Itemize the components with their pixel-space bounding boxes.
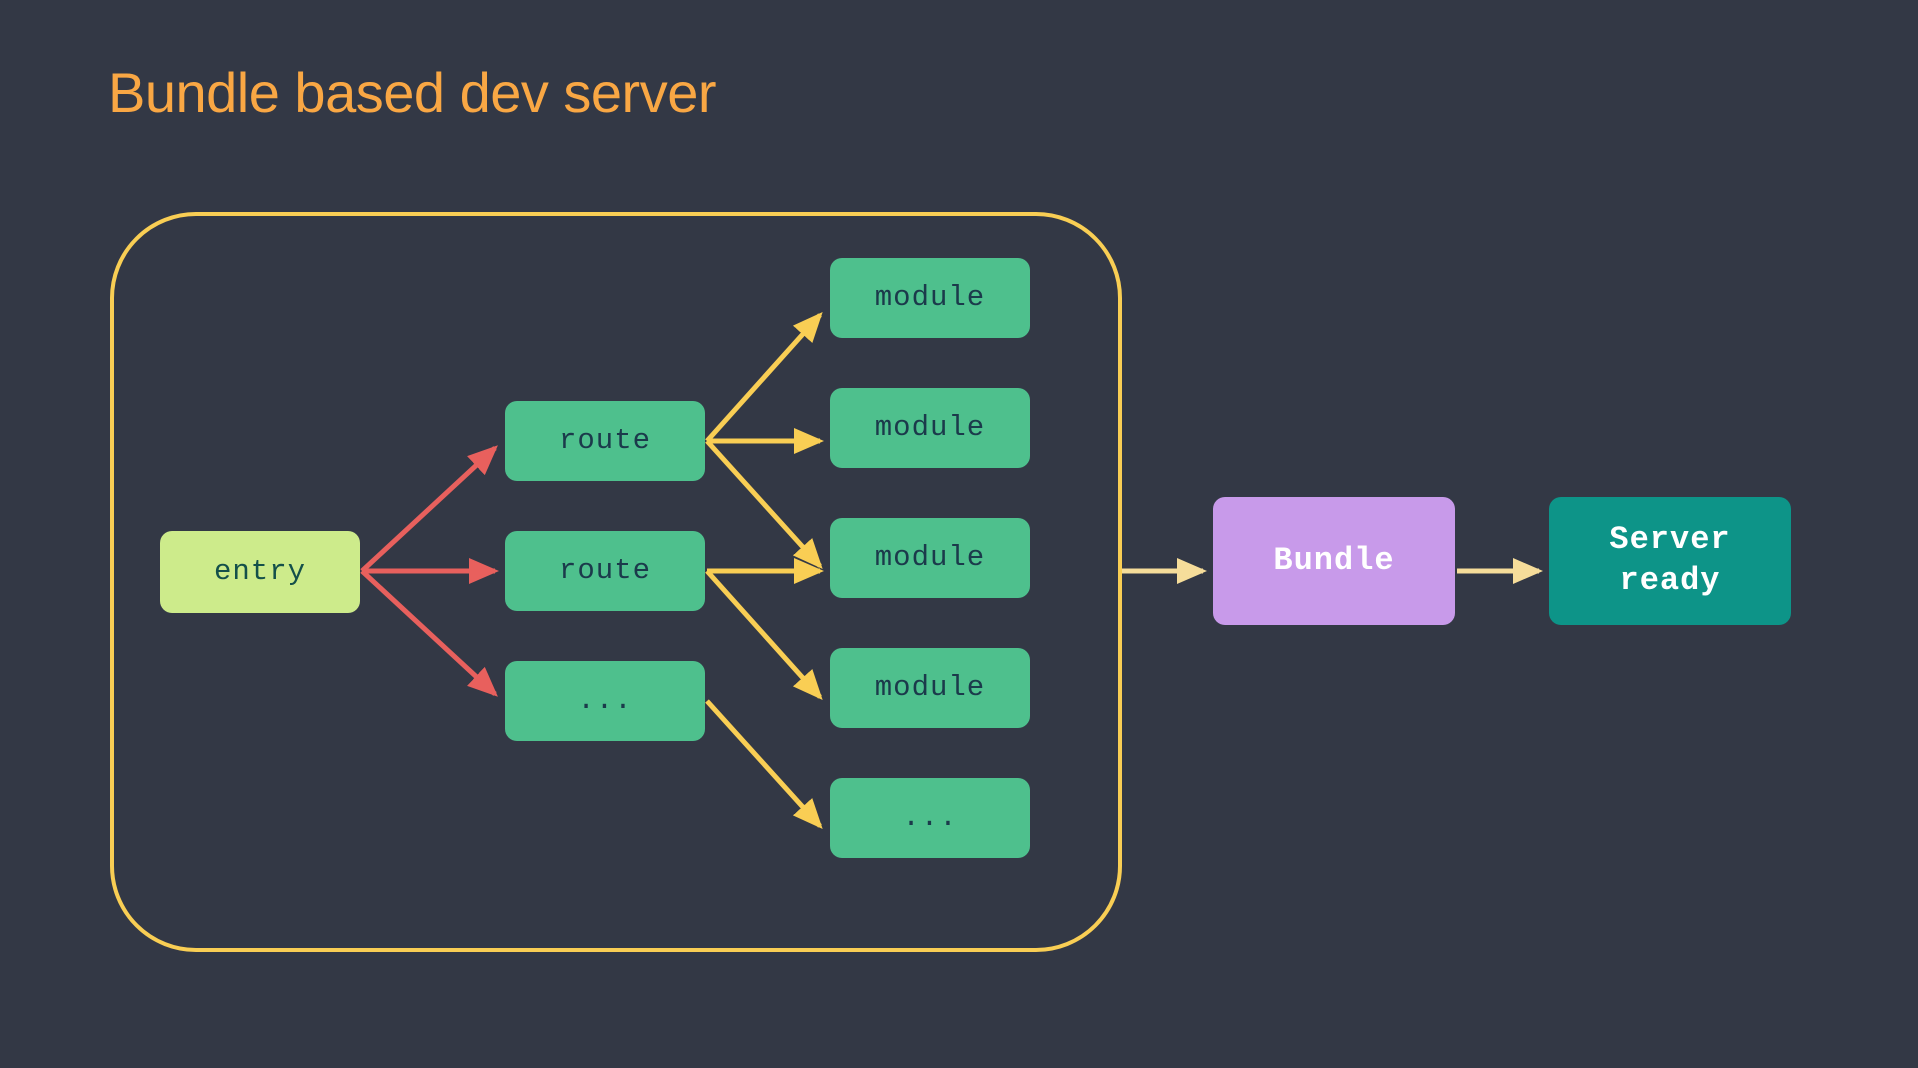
node-module1[interactable]: module: [830, 258, 1030, 338]
node-server[interactable]: Server ready: [1549, 497, 1791, 625]
node-entry[interactable]: entry: [160, 531, 360, 613]
node-route3[interactable]: ...: [505, 661, 705, 741]
node-bundle[interactable]: Bundle: [1213, 497, 1455, 625]
dev-server-graph-container: [110, 212, 1122, 952]
node-module3[interactable]: module: [830, 518, 1030, 598]
node-module5[interactable]: ...: [830, 778, 1030, 858]
node-module4[interactable]: module: [830, 648, 1030, 728]
node-route1[interactable]: route: [505, 401, 705, 481]
page-title: Bundle based dev server: [108, 61, 717, 124]
node-module2[interactable]: module: [830, 388, 1030, 468]
node-route2[interactable]: route: [505, 531, 705, 611]
